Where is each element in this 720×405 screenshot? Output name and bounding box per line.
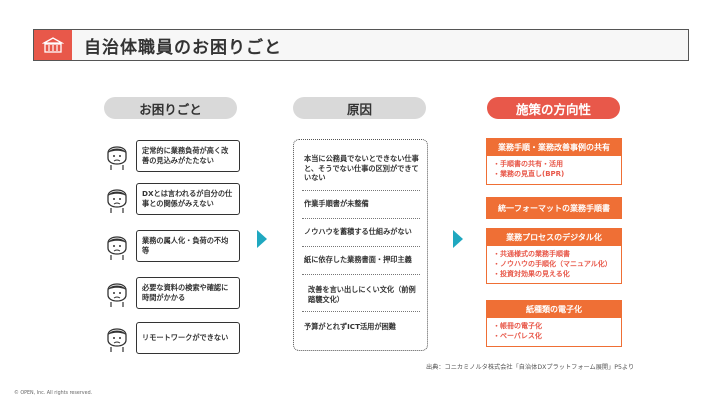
cause-text: 紙に依存した業務書面・押印主義 bbox=[304, 255, 412, 264]
measure-card: 紙種類の電子化 ・帳冊の電子化 ・ペーパレス化 bbox=[486, 300, 622, 347]
measure-title: 紙種類の電子化 bbox=[487, 301, 621, 318]
worried-face-icon bbox=[107, 189, 127, 213]
problem-text: 定常的に業務負荷が高く改善の見込みがたたない bbox=[136, 140, 240, 172]
divider bbox=[302, 311, 420, 312]
measure-body: ・共通様式の業務手順書 ・ノウハウの手順化（マニュアル化） ・投資対効果の見える… bbox=[487, 246, 621, 283]
measure-title: 業務手順・業務改善事例の共有 bbox=[487, 139, 621, 156]
causes-header: 原因 bbox=[293, 97, 426, 119]
problem-text: 業務の属人化・負荷の不均等 bbox=[136, 230, 240, 262]
divider bbox=[302, 274, 420, 275]
problem-item: 業務の属人化・負荷の不均等 bbox=[104, 229, 240, 263]
divider bbox=[302, 218, 420, 219]
measure-body: ・帳冊の電子化 ・ペーパレス化 bbox=[487, 318, 621, 346]
worried-face-icon bbox=[107, 283, 127, 307]
worried-face-icon bbox=[107, 236, 127, 260]
measure-item: ・業務の見直し(BPR) bbox=[493, 169, 565, 178]
problem-item: DXとは言われるが自分の仕事との関係がみえない bbox=[104, 182, 240, 216]
title-bar: 自治体職員のお困りごと bbox=[33, 29, 689, 61]
measure-item: ・投資対効果の見える化 bbox=[493, 269, 570, 278]
arrow-right-icon bbox=[453, 230, 463, 248]
divider bbox=[302, 246, 420, 247]
problem-item: 必要な資料の検索や確認に時間がかかる bbox=[104, 276, 240, 310]
cause-text: 予算がとれずICT活用が困難 bbox=[304, 322, 396, 331]
measure-item: ・共通様式の業務手順書 bbox=[493, 250, 570, 258]
worried-face-icon bbox=[107, 328, 127, 352]
cause-text: 本当に公務員でないとできない仕事と、そうでない仕事の区別ができていない bbox=[304, 154, 419, 183]
page-title: 自治体職員のお困りごと bbox=[84, 37, 282, 58]
source-note: 出典：コニカミノルタ株式会社「自治体DXプラットフォーム展開」P5より bbox=[426, 364, 635, 371]
measure-title: 業務プロセスのデジタル化 bbox=[487, 229, 621, 246]
measure-item: ・手順書の共有・活用 bbox=[493, 160, 563, 168]
problem-text: リモートワークができない bbox=[136, 322, 240, 354]
copyright: © OPEN, Inc. All rights reserved. bbox=[14, 391, 93, 396]
measure-body: ・手順書の共有・活用 ・業務の見直し(BPR) bbox=[487, 156, 621, 184]
problem-text: DXとは言われるが自分の仕事との関係がみえない bbox=[136, 183, 240, 215]
problem-item: 定常的に業務負荷が高く改善の見込みがたたない bbox=[104, 139, 240, 173]
worried-face-icon bbox=[107, 146, 127, 170]
divider bbox=[302, 190, 420, 191]
problems-header: お困りごと bbox=[104, 97, 237, 119]
measure-item: ・ペーパレス化 bbox=[493, 331, 542, 340]
problem-item: リモートワークができない bbox=[104, 321, 240, 355]
cause-text: 改善を言い出しにくい文化（前例踏襲文化） bbox=[308, 285, 416, 304]
measure-card: 業務プロセスのデジタル化 ・共通様式の業務手順書 ・ノウハウの手順化（マニュアル… bbox=[486, 228, 622, 285]
measure-item: ・帳冊の電子化 bbox=[493, 322, 542, 330]
problem-text: 必要な資料の検索や確認に時間がかかる bbox=[136, 277, 240, 309]
causes-box: 本当に公務員でないとできない仕事と、そうでない仕事の区別ができていない 作業手順… bbox=[293, 139, 428, 351]
measure-title: 統一フォーマットの業務手順書 bbox=[486, 197, 622, 219]
cause-text: ノウハウを蓄積する仕組みがない bbox=[304, 227, 412, 236]
measures-header: 施策の方向性 bbox=[487, 97, 620, 119]
arrow-right-icon bbox=[257, 230, 267, 248]
measure-card: 業務手順・業務改善事例の共有 ・手順書の共有・活用 ・業務の見直し(BPR) bbox=[486, 138, 622, 185]
city-hall-icon bbox=[34, 30, 72, 60]
measure-item: ・ノウハウの手順化（マニュアル化） bbox=[493, 259, 612, 268]
cause-text: 作業手順書が未整備 bbox=[304, 199, 369, 208]
